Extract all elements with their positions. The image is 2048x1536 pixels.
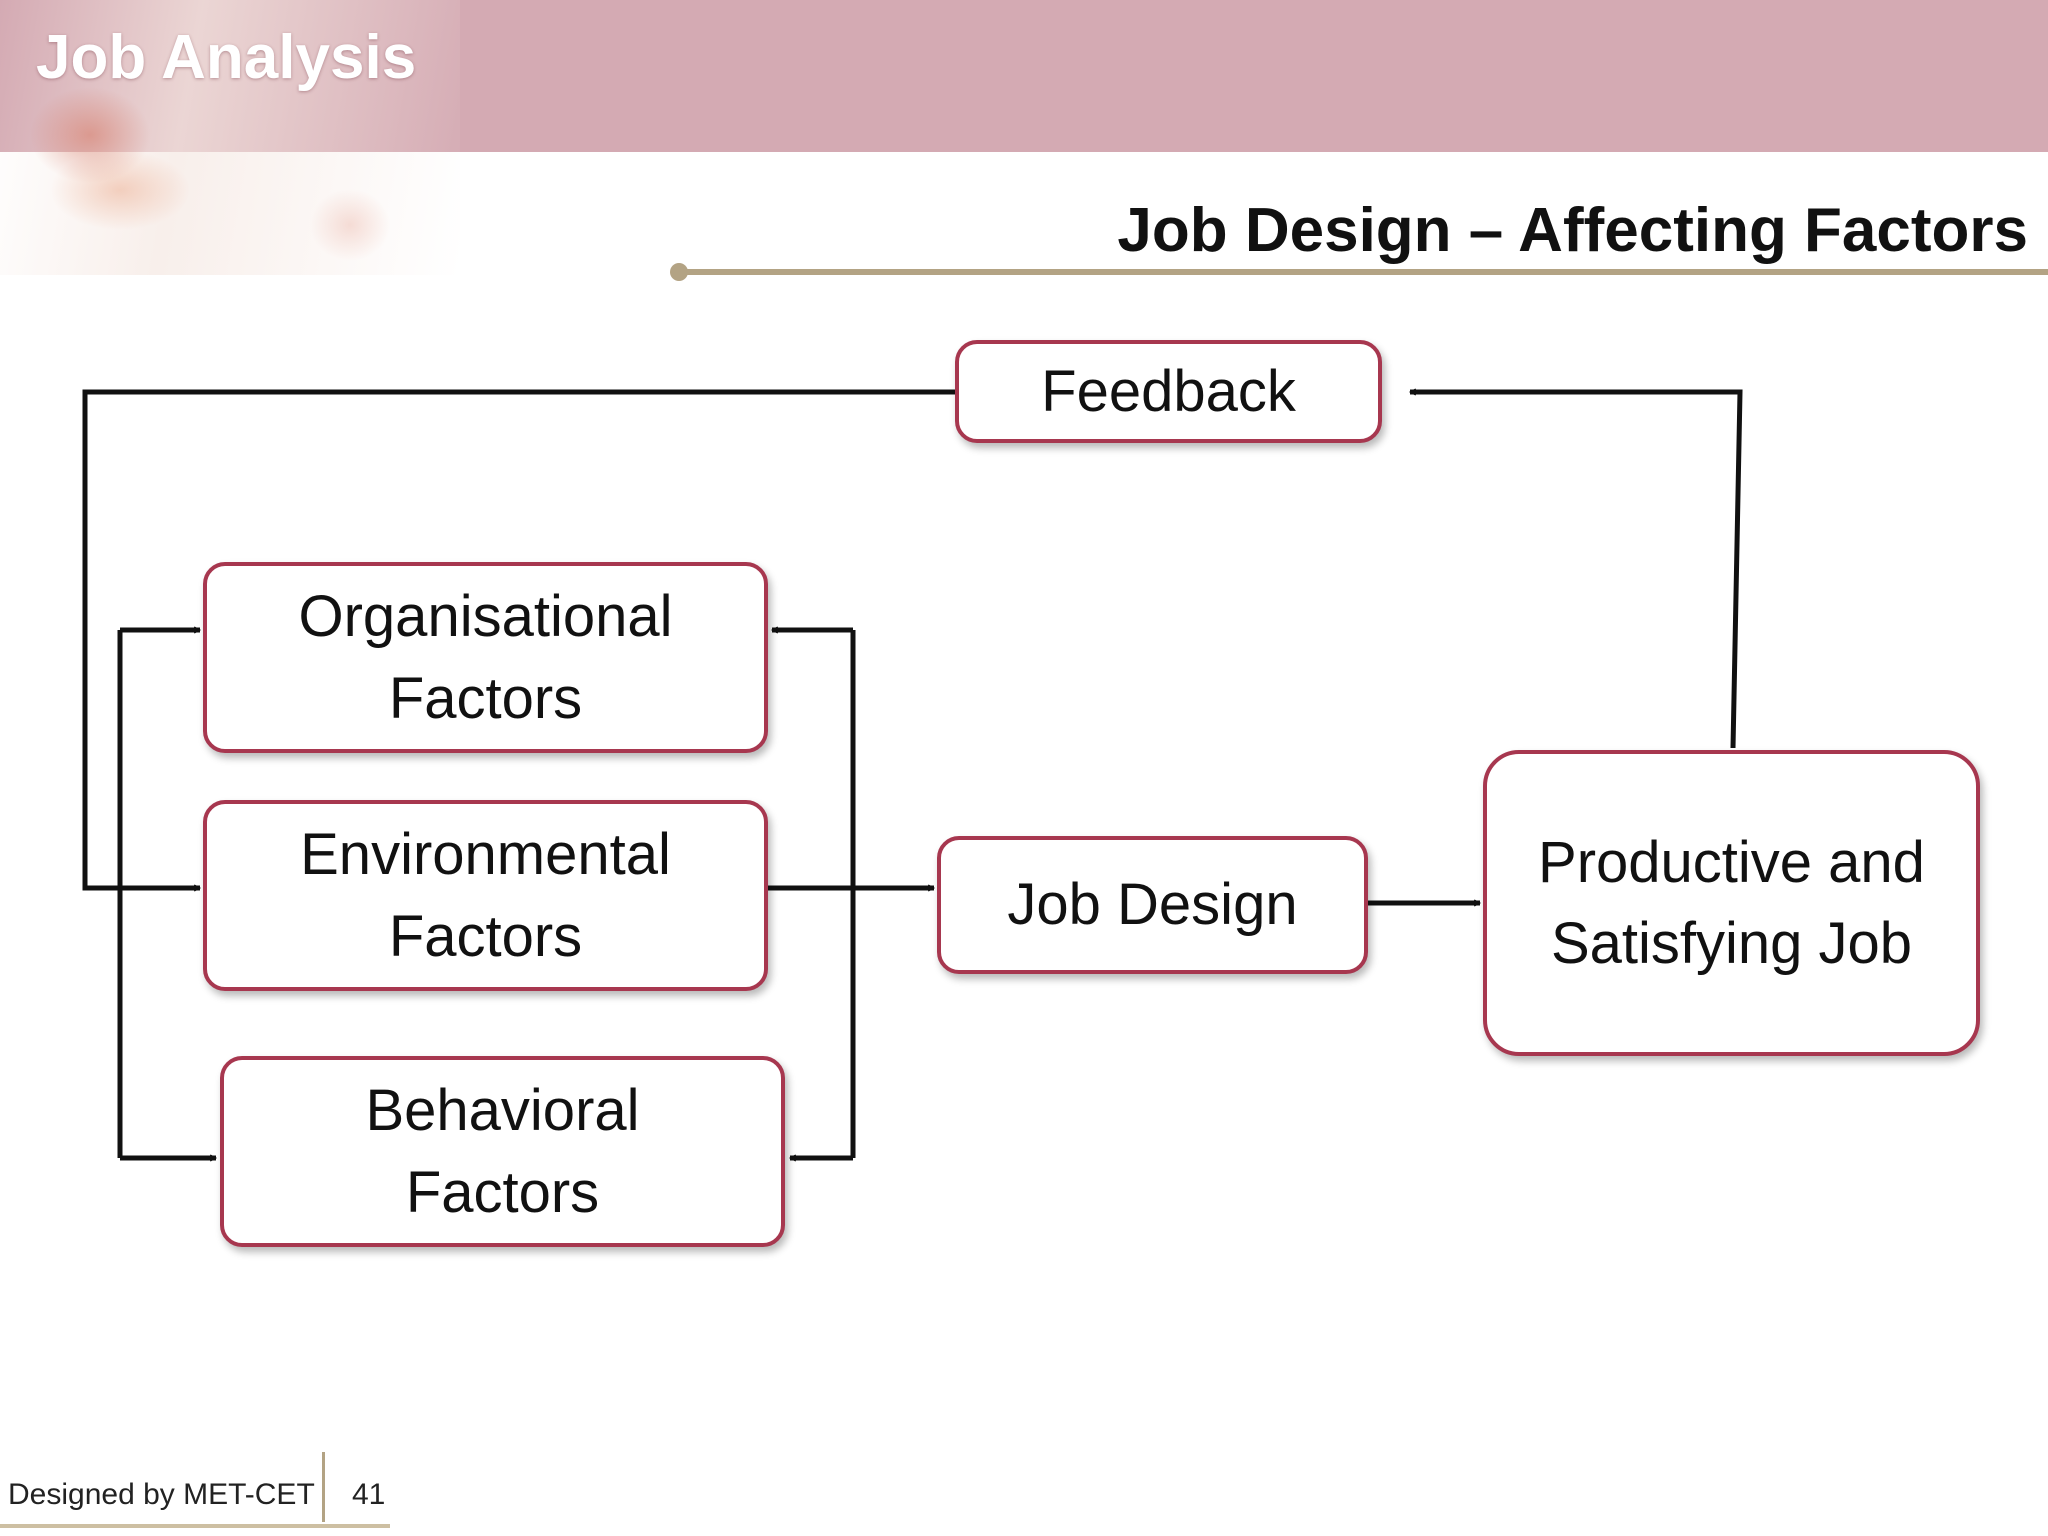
page-number: 41 <box>352 1478 386 1511</box>
footer-divider <box>322 1452 325 1522</box>
header-decoration-image <box>0 0 460 275</box>
feedback-label: Feedback <box>1041 358 1296 424</box>
outcome-label-line-2: Satisfying Job <box>1550 911 1913 976</box>
outcome-to-feedback-connector <box>1410 392 1743 749</box>
behavioral-factors-box: Behavioral Factors <box>220 1056 785 1247</box>
job-design-box: Job Design <box>937 836 1368 974</box>
behavioral-label-line-1: Behavioral <box>365 1078 640 1144</box>
environmental-label-line-1: Environmental <box>300 822 671 888</box>
feedback-box: Feedback <box>955 340 1382 443</box>
organisational-factors-box: Organisational Factors <box>203 562 768 753</box>
feedback-to-factors-connector <box>82 389 955 888</box>
slide-title: Job Design – Affecting Factors <box>1117 196 2028 265</box>
footer-rule <box>0 1524 390 1528</box>
outcome-label-line-1: Productive and <box>1538 829 1925 895</box>
job-design-label: Job Design <box>1007 872 1298 938</box>
behavioral-label-line-2: Factors <box>405 1159 600 1225</box>
title-rule <box>680 269 2048 275</box>
productive-satisfying-job-box: Productive and Satisfying Job <box>1483 750 1980 1056</box>
section-title: Job Analysis <box>36 23 417 92</box>
environmental-factors-box: Environmental Factors <box>203 800 768 991</box>
footer-credit: Designed by MET-CET <box>8 1478 315 1511</box>
organisational-label-line-1: Organisational <box>298 584 673 650</box>
environmental-label-line-2: Factors <box>388 903 583 969</box>
organisational-label-line-2: Factors <box>388 665 583 731</box>
title-rule-dot <box>670 263 688 281</box>
